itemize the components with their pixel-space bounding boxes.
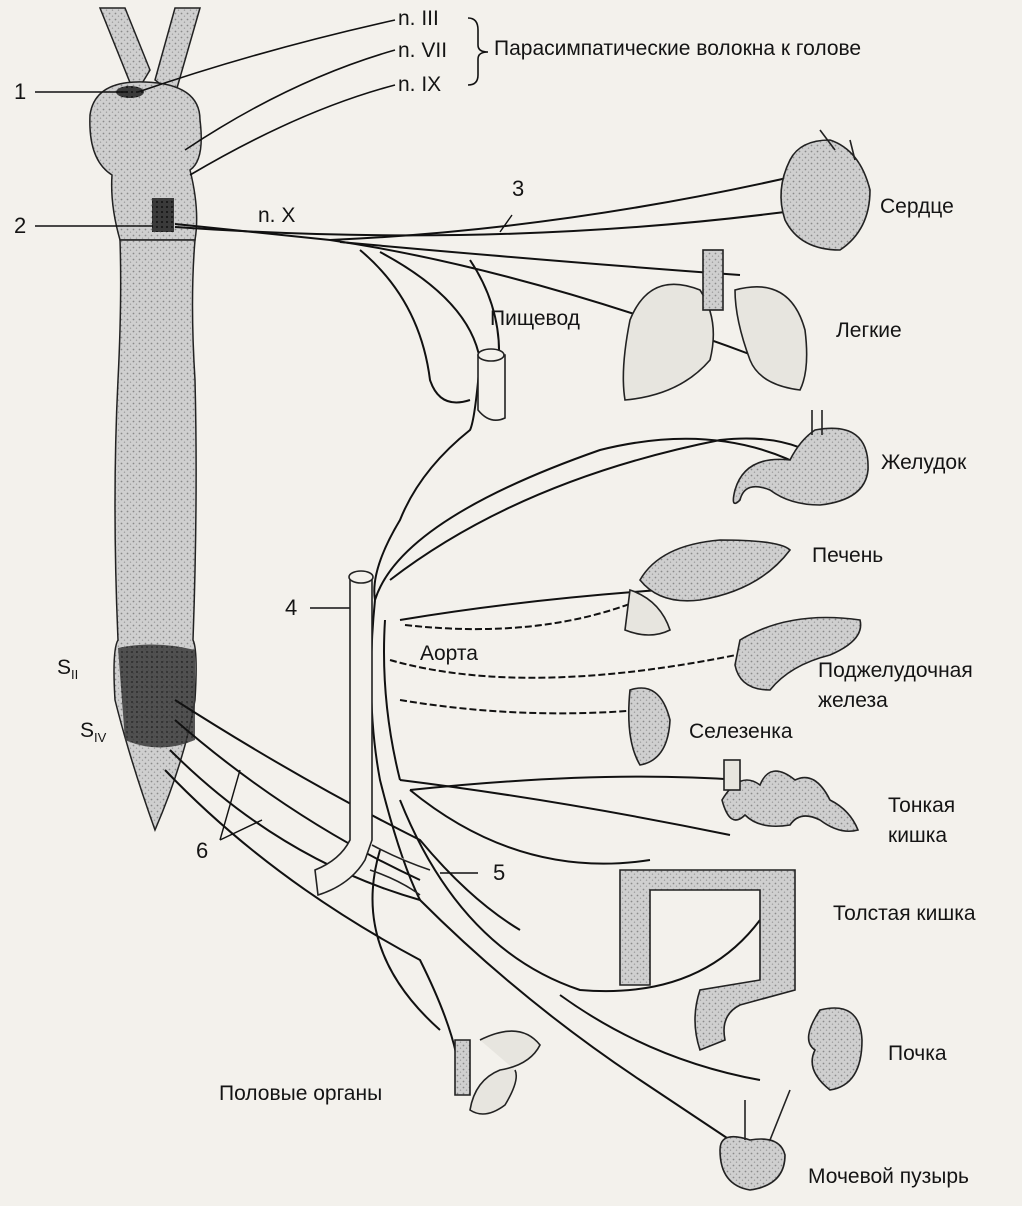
label-pancreas-line2: железа xyxy=(818,690,888,711)
label-heart: Сердце xyxy=(880,196,954,217)
large-intestine-organ xyxy=(620,870,795,1050)
label-pancreas-line1: Поджелудочная xyxy=(818,660,973,681)
label-small-intestine-line2: кишка xyxy=(888,825,947,846)
label-bladder: Мочевой пузырь xyxy=(808,1166,969,1187)
label-s4-subscript: IV xyxy=(94,730,106,745)
heart-organ xyxy=(781,130,870,250)
aorta-vessel xyxy=(315,571,430,895)
spleen-organ xyxy=(629,688,670,765)
small-intestine-organ xyxy=(722,760,858,831)
label-lungs: Легкие xyxy=(836,320,902,341)
label-parasympathetic-head: Парасимпатические волокна к голове xyxy=(494,38,861,59)
label-n-x: n. X xyxy=(258,205,295,226)
esophagus-organ xyxy=(478,349,505,420)
label-n-vii: n. VII xyxy=(398,40,447,61)
label-segment-s4: SIV xyxy=(80,720,106,744)
label-aorta: Аорта xyxy=(420,643,478,664)
label-esophagus: Пищевод xyxy=(490,308,580,329)
label-number-5: 5 xyxy=(493,862,505,884)
stomach-organ xyxy=(733,410,868,505)
label-s4-letter: S xyxy=(80,719,94,742)
bladder-organ xyxy=(720,1090,790,1190)
label-number-2: 2 xyxy=(14,215,26,237)
liver-organ xyxy=(625,540,790,635)
label-number-1: 1 xyxy=(14,81,26,103)
label-large-intestine: Толстая кишка xyxy=(833,903,976,924)
kidney-organ xyxy=(809,1008,862,1090)
label-n-iii: n. III xyxy=(398,8,439,29)
label-s2-subscript: II xyxy=(71,667,78,682)
label-n-ix: n. IX xyxy=(398,74,441,95)
label-number-3: 3 xyxy=(512,178,524,200)
genital-organs xyxy=(455,1031,540,1114)
label-liver: Печень xyxy=(812,545,883,566)
label-small-intestine-line1: Тонкая xyxy=(888,795,955,816)
label-number-4: 4 xyxy=(285,597,297,619)
label-s2-letter: S xyxy=(57,656,71,679)
lungs-organ xyxy=(623,250,806,400)
label-kidney: Почка xyxy=(888,1043,947,1064)
label-spleen: Селезенка xyxy=(689,721,793,742)
label-stomach: Желудок xyxy=(881,452,966,473)
label-genitals: Половые органы xyxy=(219,1083,382,1104)
label-number-6: 6 xyxy=(196,840,208,862)
label-segment-s2: SII xyxy=(57,657,78,681)
